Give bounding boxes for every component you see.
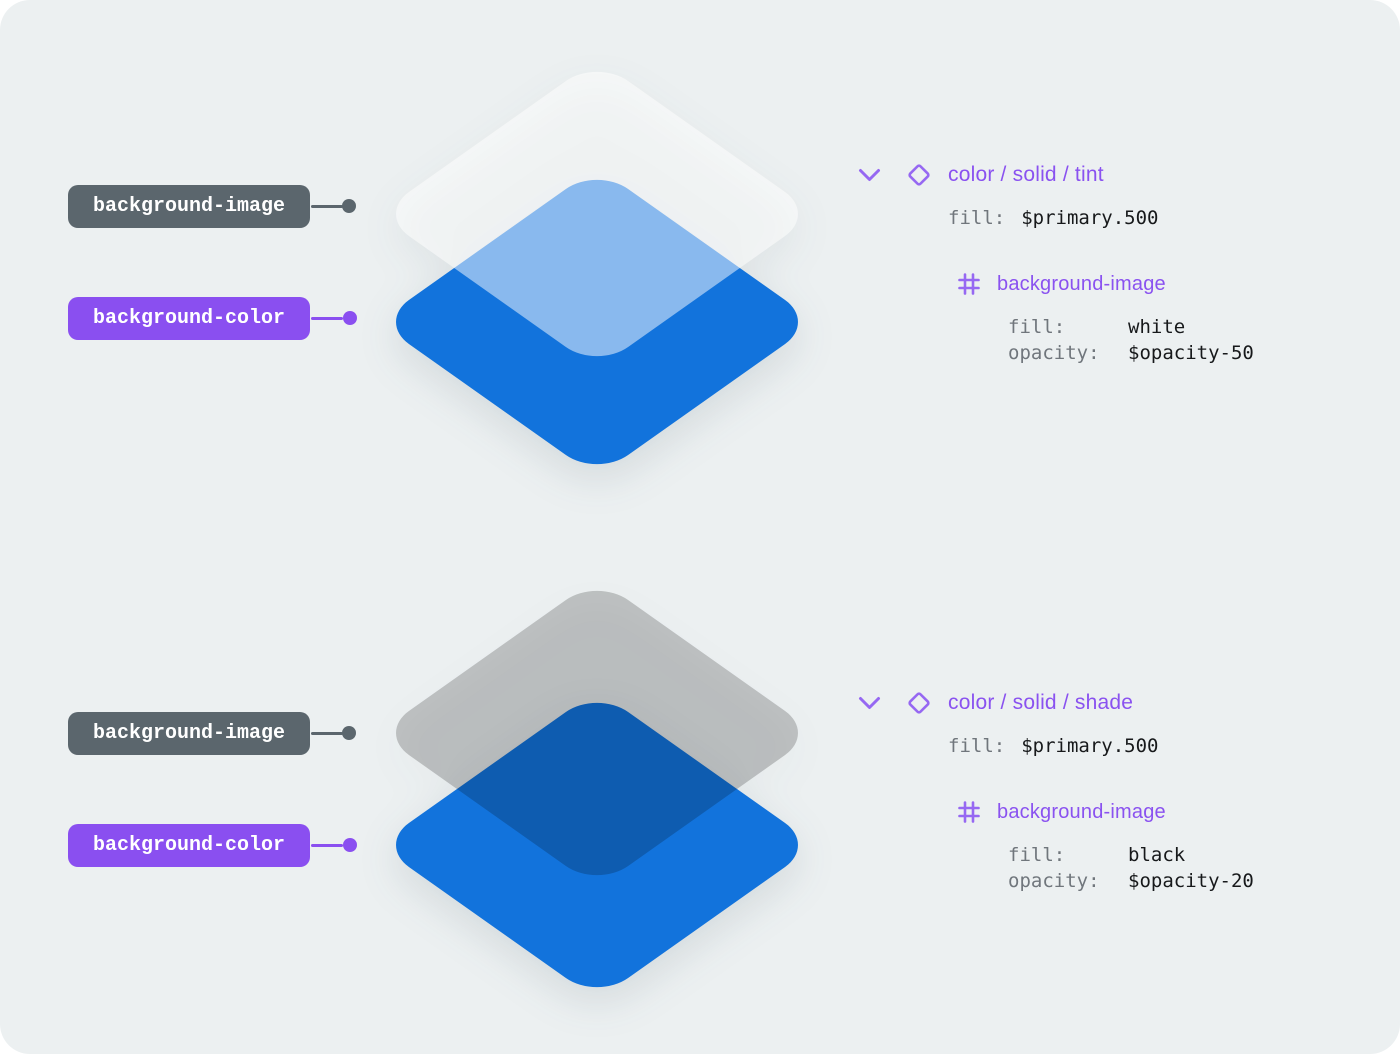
layer-title: color / solid / shade <box>948 691 1134 714</box>
property-label: opacity: <box>1008 342 1100 364</box>
property-value: $opacity-20 <box>1128 870 1254 892</box>
badge-background-image: background-image <box>68 185 311 228</box>
property-value: $primary.500 <box>1021 735 1159 757</box>
leader-dot <box>343 311 357 325</box>
property-row: fill: white <box>1008 314 1338 340</box>
child-layer-name: background-image <box>997 800 1166 823</box>
property-value: black <box>1128 844 1186 866</box>
layer-row[interactable]: color / solid / tint <box>858 160 1338 190</box>
property-table: fill: black opacity: $opacity-20 <box>1008 842 1338 894</box>
chevron-down-icon[interactable] <box>858 168 881 183</box>
badge-background-image: background-image <box>68 712 311 755</box>
chevron-down-icon[interactable] <box>858 696 881 711</box>
leader-line <box>311 732 343 735</box>
property-row: fill: black <box>1008 842 1338 868</box>
leader-line <box>311 205 343 208</box>
leader-line <box>311 844 343 847</box>
leader-line <box>311 317 343 320</box>
badge-label: background-image <box>93 722 286 745</box>
property-label: fill: <box>1008 844 1066 866</box>
frame-grid-icon <box>956 271 982 297</box>
property-table: fill: white opacity: $opacity-50 <box>1008 314 1338 366</box>
fill-property: fill: $primary.500 <box>948 206 1338 230</box>
layer-panel-shade: color / solid / shade fill:$primary.500 … <box>858 688 1338 894</box>
leader-dot <box>342 726 356 740</box>
child-layer-row: background-image <box>956 270 1338 298</box>
child-layer-name: background-image <box>997 272 1166 295</box>
frame-grid-icon <box>956 799 982 825</box>
badge-label: background-color <box>93 307 286 330</box>
diamond-outline-icon <box>904 160 934 190</box>
property-row: opacity: $opacity-50 <box>1008 340 1338 366</box>
property-label: fill: <box>1008 316 1066 338</box>
layer-row[interactable]: color / solid / shade <box>858 688 1338 718</box>
badge-label: background-image <box>93 195 286 218</box>
property-label: fill: <box>948 207 1006 229</box>
layer-title: color / solid / tint <box>948 163 1104 186</box>
property-row: opacity: $opacity-20 <box>1008 868 1338 894</box>
leader-dot <box>343 838 357 852</box>
leader-dot <box>342 199 356 213</box>
child-layer-row: background-image <box>956 798 1338 826</box>
badge-background-color: background-color <box>68 297 311 340</box>
layer-panel-tint: color / solid / tint fill: $primary.500 b… <box>858 160 1338 366</box>
fill-property: fill: $primary.500 <box>948 734 1338 758</box>
property-value: $opacity-50 <box>1128 342 1254 364</box>
property-value: $primary.500 <box>1021 207 1159 229</box>
diamond-outline-icon <box>904 688 934 718</box>
property-value: white <box>1128 316 1186 338</box>
property-label: fill: <box>948 735 1006 757</box>
badge-label: background-color <box>93 834 286 857</box>
property-label: opacity: <box>1008 870 1100 892</box>
badge-background-color: background-color <box>68 824 311 867</box>
